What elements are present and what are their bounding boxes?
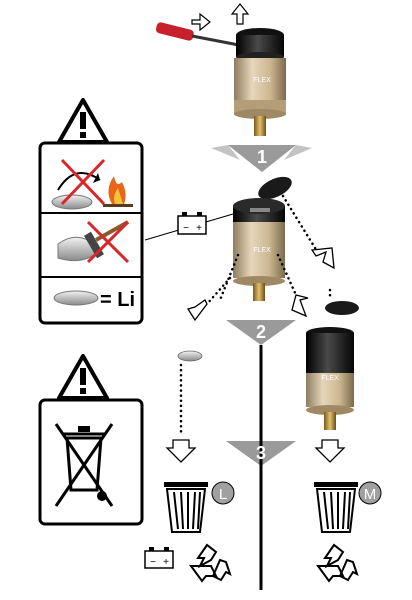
battery-icon: − +: [144, 547, 174, 569]
screwdriver-icon: [155, 22, 245, 48]
bin-badge-left: [211, 481, 235, 505]
recycle-icon: [316, 543, 359, 583]
battery-plus: +: [163, 557, 169, 568]
trash-bin-icon: [164, 482, 208, 533]
product-label: FLEX: [253, 77, 271, 84]
fire-icon: [103, 176, 133, 207]
battery-plus: +: [196, 223, 202, 234]
arrow-icon: [230, 3, 250, 25]
no-fire-icon: [51, 158, 133, 210]
no-hammer-icon: [57, 220, 130, 264]
warning-icon: [57, 98, 109, 144]
arrow-icon: [291, 294, 309, 318]
bin-badge-right: [358, 481, 382, 505]
recycle-icon: [189, 543, 232, 583]
battery-minus: −: [183, 223, 189, 234]
coin-cell-icon: [177, 350, 203, 362]
lubricator-top: FLEX: [234, 28, 286, 136]
bin-label-left: L: [219, 486, 227, 503]
step-number-3: 3: [256, 443, 266, 463]
crossed-bin-icon: [54, 423, 114, 507]
lubricator-middle: FLEX: [233, 198, 285, 301]
dotted-path: [179, 194, 332, 434]
step-band-2: [226, 320, 296, 345]
trash-bin-icon: [314, 482, 358, 533]
cap-icon: [325, 301, 359, 315]
arrow-icon: [310, 247, 335, 270]
lithium-label: = Li: [100, 289, 135, 311]
bin-label-right: M: [364, 486, 377, 503]
trash-bin-left: L: [164, 481, 235, 533]
product-label: FLEX: [321, 375, 339, 382]
trash-bin-right: M: [314, 481, 382, 533]
product-label: FLEX: [253, 247, 271, 254]
arrow-icon: [165, 439, 197, 463]
battery-icon: − +: [177, 212, 207, 235]
crossed-bin-panel: [38, 398, 144, 526]
arrow-icon: [191, 12, 211, 32]
arrow-icon: [186, 299, 208, 322]
step-number-2: 2: [256, 322, 266, 342]
lubricator-right: FLEX: [306, 327, 354, 430]
step-number-1: 1: [257, 147, 267, 167]
warning-icon: [57, 354, 109, 400]
lithium-row: = Li: [53, 289, 135, 311]
cap-icon: [258, 176, 292, 200]
arrow-icon: [314, 439, 346, 463]
battery-minus: −: [150, 557, 156, 568]
step-band-1: [211, 145, 312, 172]
